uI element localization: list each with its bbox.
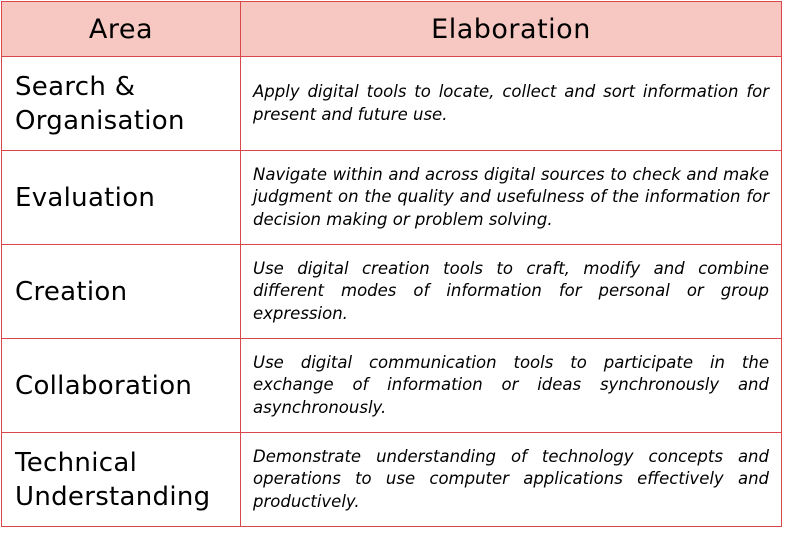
elaboration-cell: Navigate within and across digital sourc… [240,150,782,245]
area-cell: Evaluation [1,150,241,245]
table-row: Technical Understanding Demonstrate unde… [1,432,782,527]
area-label-line: Evaluation [15,182,156,213]
area-label-line: Technical [15,447,138,478]
area-cell: Creation [1,244,241,339]
area-column-header: Area [1,1,241,57]
elaboration-cell: Use digital creation tools to craft, mod… [240,244,782,339]
area-cell: Collaboration [1,338,241,433]
elaboration-cell: Demonstrate understanding of technology … [240,432,782,527]
table-row: Collaboration Use digital communication … [1,338,782,433]
table-row: Creation Use digital creation tools to c… [1,244,782,339]
area-cell: Technical Understanding [1,432,241,527]
area-label-line: Organisation [15,105,185,136]
area-label-line: Search & [15,71,136,102]
area-label-line: Collaboration [15,370,193,401]
elaboration-cell: Apply digital tools to locate, collect a… [240,56,782,151]
elaboration-cell: Use digital communication tools to parti… [240,338,782,433]
area-label-line: Creation [15,276,128,307]
table-row: Search & Organisation Apply digital tool… [1,56,782,151]
area-cell: Search & Organisation [1,56,241,151]
elaboration-column-header: Elaboration [240,1,782,57]
header-row: Area Elaboration [1,1,782,57]
table-row: Evaluation Navigate within and across di… [1,150,782,245]
area-label-line: Understanding [15,481,211,512]
digital-literacy-table: Area Elaboration Search & Organisation A… [1,1,782,527]
